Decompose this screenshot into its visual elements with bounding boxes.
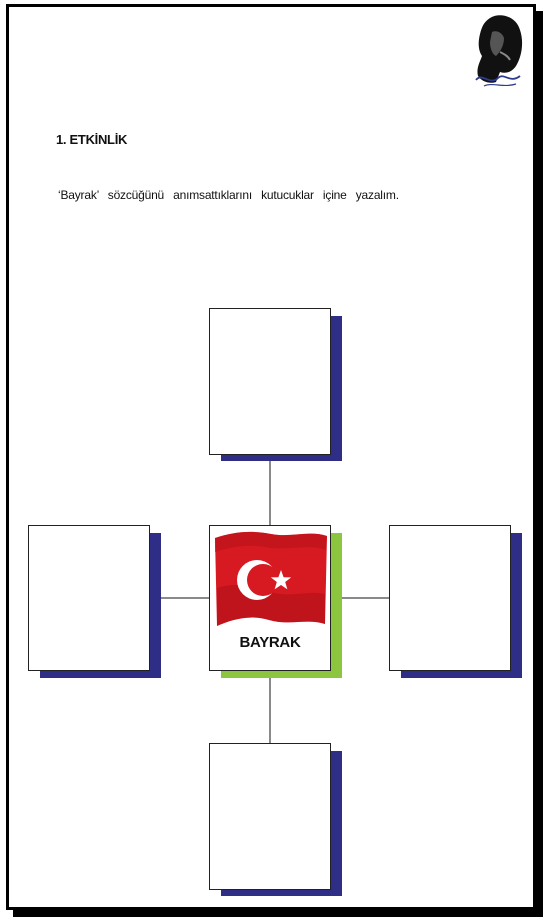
right-box[interactable] xyxy=(389,525,511,671)
center-box: BAYRAK xyxy=(209,525,331,671)
bottom-box[interactable] xyxy=(209,743,331,890)
connector-right xyxy=(331,597,390,599)
turkish-flag-icon xyxy=(215,531,327,626)
top-box[interactable] xyxy=(209,308,331,455)
connector-left xyxy=(160,597,209,599)
connector-bottom xyxy=(269,671,271,743)
activity-instruction: ‘Bayrak’ sözcüğünü anımsattıklarını kutu… xyxy=(58,188,399,202)
connector-top xyxy=(269,455,271,525)
activity-title: 1. ETKİNLİK xyxy=(56,132,128,147)
ataturk-portrait-icon xyxy=(475,15,523,87)
left-box[interactable] xyxy=(28,525,150,671)
center-label: BAYRAK xyxy=(239,634,301,651)
